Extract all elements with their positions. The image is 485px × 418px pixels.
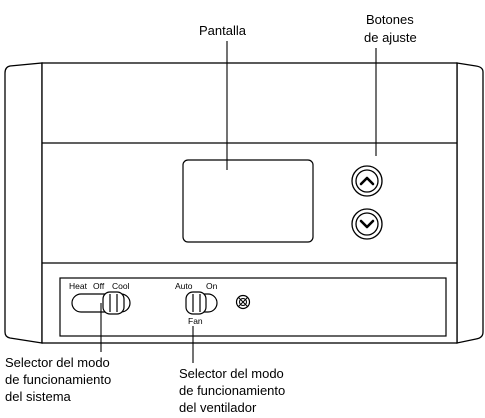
right-side-bracket: [456, 62, 484, 344]
system-callout-line3: del sistema: [5, 389, 72, 404]
system-callout-line1: Selector del modo: [5, 355, 110, 370]
fan-callout-line3: del ventilador: [179, 400, 257, 415]
adjust-callout-line1: Botones: [366, 12, 414, 27]
down-button[interactable]: [351, 208, 383, 240]
fan-switch-knob[interactable]: [185, 291, 207, 315]
display-screen: [182, 159, 314, 243]
fan-auto-label: Auto: [175, 281, 193, 291]
display-callout-label: Pantalla: [199, 23, 247, 38]
left-side-bracket: [4, 62, 43, 344]
system-switch-knob[interactable]: [102, 291, 125, 315]
fan-callout-line1: Selector del modo: [179, 366, 284, 381]
fan-on-label: On: [206, 281, 218, 291]
up-button[interactable]: [351, 165, 383, 197]
chevron-up-icon: [359, 176, 375, 186]
fan-mode-switch[interactable]: [185, 291, 218, 315]
system-off-label: Off: [93, 281, 105, 291]
indicator-light-icon: [235, 294, 251, 310]
system-cool-label: Cool: [112, 281, 130, 291]
system-callout-line2: de funcionamiento: [5, 372, 111, 387]
adjust-callout-line2: de ajuste: [364, 30, 417, 45]
chevron-down-icon: [359, 219, 375, 229]
fan-callout-line2: de funcionamiento: [179, 383, 285, 398]
system-heat-label: Heat: [69, 281, 88, 291]
fan-label: Fan: [188, 316, 203, 326]
